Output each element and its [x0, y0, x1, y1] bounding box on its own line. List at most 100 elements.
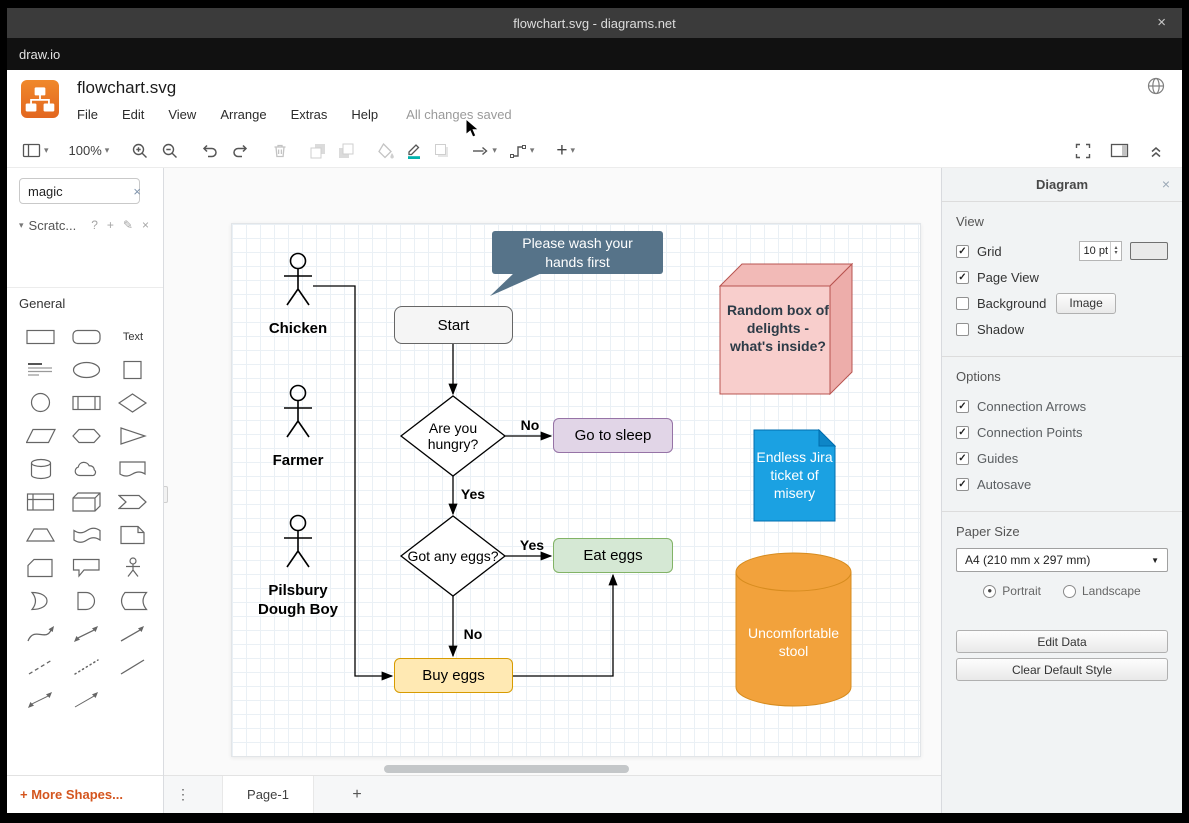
redo-button[interactable]: [228, 138, 252, 164]
landscape-radio-item[interactable]: Landscape: [1063, 584, 1141, 598]
edge-buy-to-eat[interactable]: [513, 575, 613, 676]
paper-size-select[interactable]: A4 (210 mm x 297 mm) ▼: [956, 548, 1168, 572]
shape-directional-connector[interactable]: [65, 689, 109, 710]
menu-arrange[interactable]: Arrange: [220, 107, 266, 122]
pages-menu-button[interactable]: ⋮: [170, 776, 196, 813]
connection-points-checkbox[interactable]: ✓: [956, 426, 969, 439]
connection-arrows-checkbox[interactable]: ✓: [956, 400, 969, 413]
shape-bidirectional-arrow[interactable]: [65, 623, 109, 644]
shape-actor[interactable]: [111, 557, 155, 578]
shape-note[interactable]: [111, 524, 155, 545]
shape-trapezoid[interactable]: [19, 524, 63, 545]
grid-color-swatch[interactable]: [1130, 242, 1168, 260]
window-close-button[interactable]: ×: [1157, 14, 1166, 31]
actor-pilsbury-label[interactable]: Pilsbury Dough Boy: [258, 582, 338, 620]
shape-parallelogram[interactable]: [19, 425, 63, 446]
node-start[interactable]: Start: [394, 306, 513, 344]
format-panel-close-icon[interactable]: ×: [1162, 176, 1170, 192]
spinner-down-icon[interactable]: ▾: [1114, 251, 1117, 256]
horizontal-scrollbar[interactable]: [384, 765, 629, 773]
menu-file[interactable]: File: [77, 107, 98, 122]
search-clear-icon[interactable]: ×: [133, 184, 141, 199]
scratchpad-edit-icon[interactable]: ✎: [123, 218, 133, 232]
actor-chicken-label[interactable]: Chicken: [248, 320, 348, 339]
landscape-radio[interactable]: [1063, 585, 1076, 598]
grid-size-spinner[interactable]: ▴ ▾: [1110, 242, 1121, 260]
shape-diamond[interactable]: [111, 392, 155, 413]
menu-extras[interactable]: Extras: [291, 107, 328, 122]
line-color-button[interactable]: [402, 138, 426, 164]
page-view-checkbox[interactable]: ✓: [956, 271, 969, 284]
scratchpad-add-icon[interactable]: +: [107, 218, 114, 232]
grid-checkbox[interactable]: ✓: [956, 245, 969, 258]
node-go-to-sleep[interactable]: Go to sleep: [553, 418, 673, 453]
background-checkbox[interactable]: [956, 297, 969, 310]
scratchpad-close-icon[interactable]: ×: [142, 218, 149, 232]
general-section-header[interactable]: General: [7, 288, 163, 318]
shape-hexagon[interactable]: [65, 425, 109, 446]
scratchpad-dropzone[interactable]: [7, 238, 163, 288]
shape-line[interactable]: [111, 656, 155, 677]
scratchpad-header[interactable]: ▾ Scratc... ? + ✎ ×: [7, 212, 163, 238]
shape-rectangle[interactable]: [19, 326, 63, 347]
edge-label-yes-1[interactable]: Yes: [456, 486, 490, 502]
undo-button[interactable]: [198, 138, 222, 164]
shadow-checkbox[interactable]: [956, 323, 969, 336]
shape-text[interactable]: Text: [111, 326, 155, 347]
collapse-expand-button[interactable]: [1144, 138, 1168, 164]
canvas-area[interactable]: Please wash your hands first Chicken Far…: [164, 168, 941, 775]
actor-pilsbury-figure[interactable]: [278, 514, 318, 572]
edge-label-yes-2[interactable]: Yes: [514, 537, 550, 553]
autosave-checkbox[interactable]: ✓: [956, 478, 969, 491]
edge-label-no-1[interactable]: No: [515, 417, 545, 433]
edge-label-no-2[interactable]: No: [458, 626, 488, 642]
shape-rounded-rectangle[interactable]: [65, 326, 109, 347]
shape-document[interactable]: [111, 458, 155, 479]
sidebar-resize-handle[interactable]: [164, 486, 168, 503]
actor-farmer-label[interactable]: Farmer: [248, 452, 348, 471]
fullscreen-button[interactable]: [1071, 138, 1095, 164]
node-hungry-label[interactable]: Are you hungry?: [403, 414, 503, 458]
node-eat-eggs[interactable]: Eat eggs: [553, 538, 673, 573]
shape-tape[interactable]: [65, 524, 109, 545]
box-of-delights-label[interactable]: Random box of delights - what's inside?: [725, 301, 831, 356]
add-page-button[interactable]: +: [340, 776, 374, 813]
shape-textbox[interactable]: [19, 359, 63, 380]
shape-curve[interactable]: [19, 623, 63, 644]
shape-cloud[interactable]: [65, 458, 109, 479]
canvas-page[interactable]: Please wash your hands first Chicken Far…: [231, 223, 921, 757]
shape-callout[interactable]: [65, 557, 109, 578]
shape-or[interactable]: [19, 590, 63, 611]
document-title[interactable]: flowchart.svg: [77, 70, 1182, 98]
shape-ellipse[interactable]: [65, 359, 109, 380]
shape-search-input[interactable]: [19, 178, 140, 204]
insert-button[interactable]: + ▾: [553, 138, 578, 164]
shape-data-storage[interactable]: [111, 590, 155, 611]
background-image-button[interactable]: Image: [1056, 293, 1115, 314]
stool-label[interactable]: Uncomfortable stool: [737, 624, 850, 660]
shape-arrow[interactable]: [111, 623, 155, 644]
shape-square[interactable]: [111, 359, 155, 380]
node-buy-eggs[interactable]: Buy eggs: [394, 658, 513, 693]
shape-internal-storage[interactable]: [19, 491, 63, 512]
shape-card[interactable]: [19, 557, 63, 578]
grid-size-input[interactable]: [1080, 245, 1110, 257]
speech-bubble-node[interactable]: Please wash your hands first: [492, 231, 663, 274]
shape-dashed-line[interactable]: [19, 656, 63, 677]
waypoint-style-button[interactable]: ▾: [506, 138, 538, 164]
shape-triangle[interactable]: [111, 425, 155, 446]
scratchpad-help-icon[interactable]: ?: [91, 218, 98, 232]
portrait-radio[interactable]: ●: [983, 585, 996, 598]
shape-bidirectional-connector[interactable]: [19, 689, 63, 710]
actor-chicken-figure[interactable]: [278, 252, 318, 310]
shape-cylinder[interactable]: [19, 458, 63, 479]
shape-cube[interactable]: [65, 491, 109, 512]
jira-ticket-label[interactable]: Endless Jira ticket of misery: [755, 448, 834, 503]
more-shapes-button[interactable]: + More Shapes...: [7, 775, 163, 813]
shape-circle[interactable]: [19, 392, 63, 413]
format-panel-toggle-button[interactable]: [1107, 138, 1132, 164]
edit-data-button[interactable]: Edit Data: [956, 630, 1168, 653]
guides-checkbox[interactable]: ✓: [956, 452, 969, 465]
language-globe-icon[interactable]: [1146, 76, 1166, 101]
menu-view[interactable]: View: [168, 107, 196, 122]
